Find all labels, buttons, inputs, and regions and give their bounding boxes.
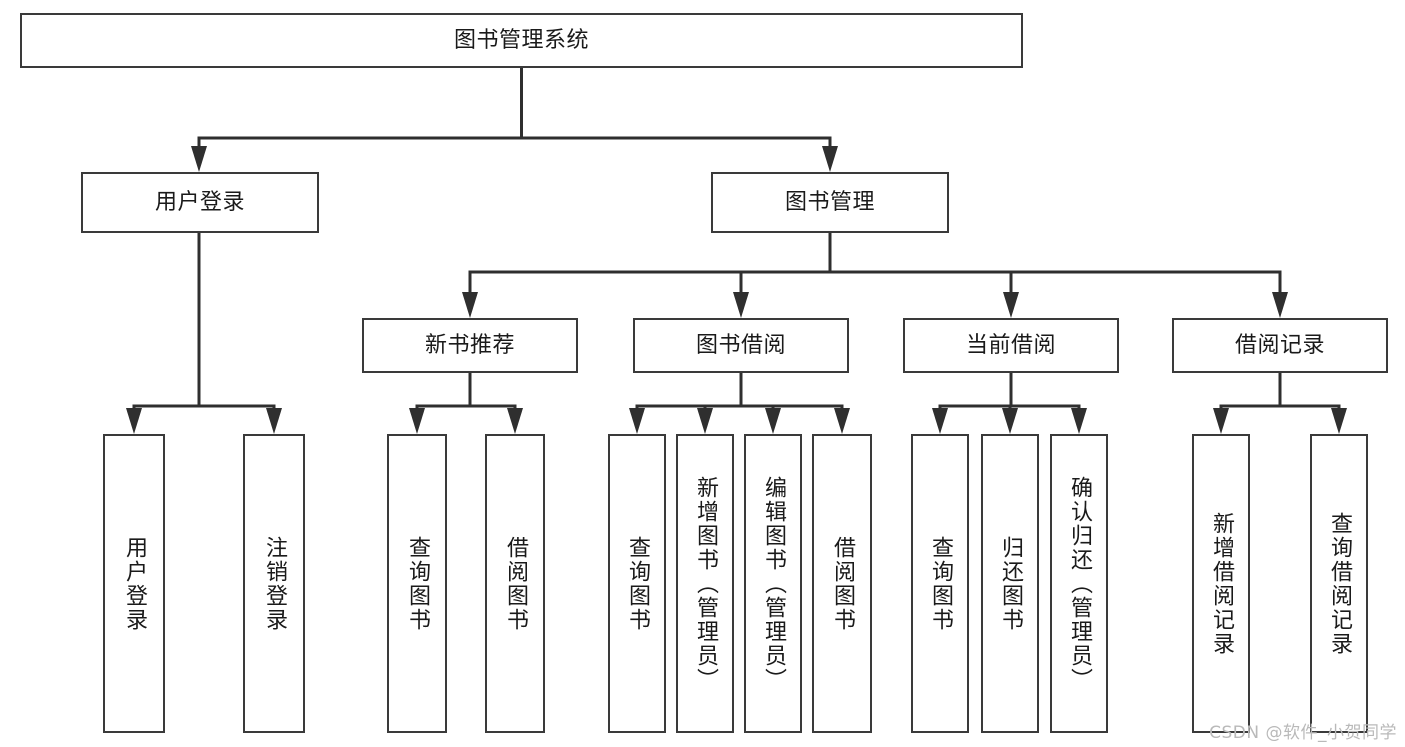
node-leaf-confirm-return-admin[interactable]: 确认归还（管理员） xyxy=(1050,434,1108,733)
node-label: 查询借阅记录 xyxy=(1326,511,1352,656)
node-label: 当前借阅 xyxy=(965,332,1056,358)
node-leaf-add-borrow-record[interactable]: 新增借阅记录 xyxy=(1192,434,1250,733)
node-label: 确认归还（管理员） xyxy=(1066,475,1092,692)
node-current-borrow[interactable]: 当前借阅 xyxy=(903,318,1119,373)
csdn-watermark: CSDN @软件_小贺同学 xyxy=(1209,723,1397,743)
node-leaf-query-book-borrow[interactable]: 查询图书 xyxy=(608,434,666,733)
node-label: 用户登录 xyxy=(121,535,147,632)
node-label: 归还图书 xyxy=(997,535,1023,632)
node-label: 借阅图书 xyxy=(502,535,528,632)
node-label: 借阅图书 xyxy=(829,535,855,632)
node-leaf-return-book[interactable]: 归还图书 xyxy=(981,434,1039,733)
node-label: 查询图书 xyxy=(927,535,953,632)
node-book-borrow[interactable]: 图书借阅 xyxy=(633,318,849,373)
node-label: 图书管理 xyxy=(784,189,875,215)
node-leaf-add-book-admin[interactable]: 新增图书（管理员） xyxy=(676,434,734,733)
node-leaf-user-login[interactable]: 用户登录 xyxy=(103,434,165,733)
node-book-management-system[interactable]: 图书管理系统 xyxy=(20,13,1023,68)
node-leaf-borrow-book[interactable]: 借阅图书 xyxy=(812,434,872,733)
node-book-management[interactable]: 图书管理 xyxy=(711,172,949,233)
node-label: 查询图书 xyxy=(624,535,650,632)
node-label: 图书借阅 xyxy=(695,332,786,358)
node-user-login[interactable]: 用户登录 xyxy=(81,172,319,233)
node-label: 新增图书（管理员） xyxy=(692,475,718,692)
node-leaf-edit-book-admin[interactable]: 编辑图书（管理员） xyxy=(744,434,802,733)
node-label: 用户登录 xyxy=(154,189,245,215)
node-leaf-query-borrow-record[interactable]: 查询借阅记录 xyxy=(1310,434,1368,733)
node-leaf-logout-login[interactable]: 注销登录 xyxy=(243,434,305,733)
node-leaf-query-book-recommend[interactable]: 查询图书 xyxy=(387,434,447,733)
node-label: 注销登录 xyxy=(261,535,287,632)
node-label: 编辑图书（管理员） xyxy=(760,475,786,692)
node-leaf-query-book-current[interactable]: 查询图书 xyxy=(911,434,969,733)
node-label: 新书推荐 xyxy=(424,332,515,358)
node-leaf-borrow-book-recommend[interactable]: 借阅图书 xyxy=(485,434,545,733)
node-label: 新增借阅记录 xyxy=(1208,511,1234,656)
node-label: 借阅记录 xyxy=(1234,332,1325,358)
node-new-book-recommend[interactable]: 新书推荐 xyxy=(362,318,578,373)
node-label: 查询图书 xyxy=(404,535,430,632)
node-label: 图书管理系统 xyxy=(453,27,589,53)
node-borrow-record[interactable]: 借阅记录 xyxy=(1172,318,1388,373)
